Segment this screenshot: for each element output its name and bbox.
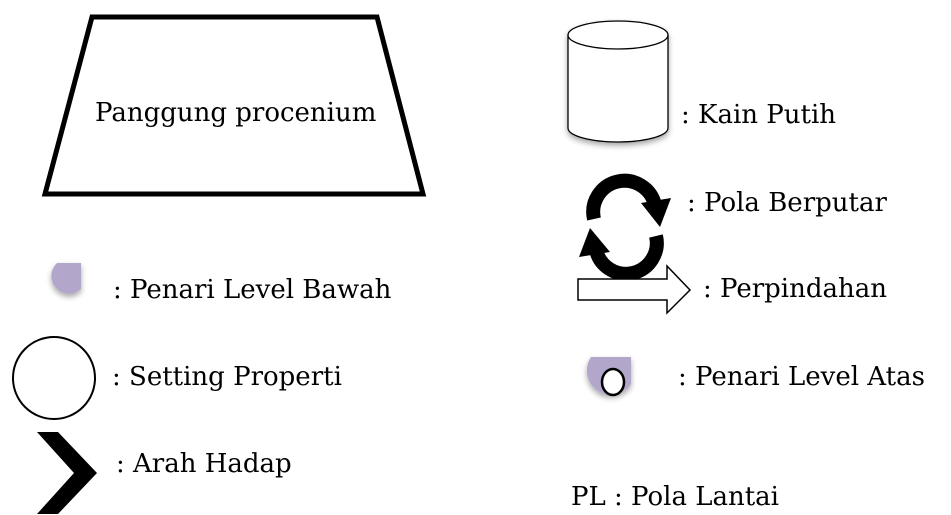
stage-label: Panggung procenium — [95, 98, 377, 128]
legend-label-kain-putih: : Kain Putih — [681, 100, 837, 130]
legend-label-setting-properti: : Setting Properti — [112, 362, 342, 392]
perpindahan-icon — [577, 264, 692, 315]
legend-label-penari-level-atas: : Penari Level Atas — [678, 362, 925, 392]
penari-level-bawah-icon — [51, 263, 81, 294]
legend-label-penari-level-bawah: : Penari Level Bawah — [113, 275, 392, 305]
arah-hadap-icon — [37, 432, 97, 514]
legend-label-pola-berputar: : Pola Berputar — [687, 188, 887, 218]
setting-properti-icon — [12, 336, 96, 420]
pola-berputar-icon — [579, 173, 671, 281]
kain-putih-icon — [567, 20, 669, 143]
penari-level-atas-icon — [586, 357, 631, 397]
stage-trapezoid — [41, 14, 427, 197]
pola-lantai-note: PL : Pola Lantai — [571, 482, 779, 512]
legend-label-arah-hadap: : Arah Hadap — [116, 449, 292, 479]
legend-label-perpindahan: : Perpindahan — [703, 274, 888, 304]
